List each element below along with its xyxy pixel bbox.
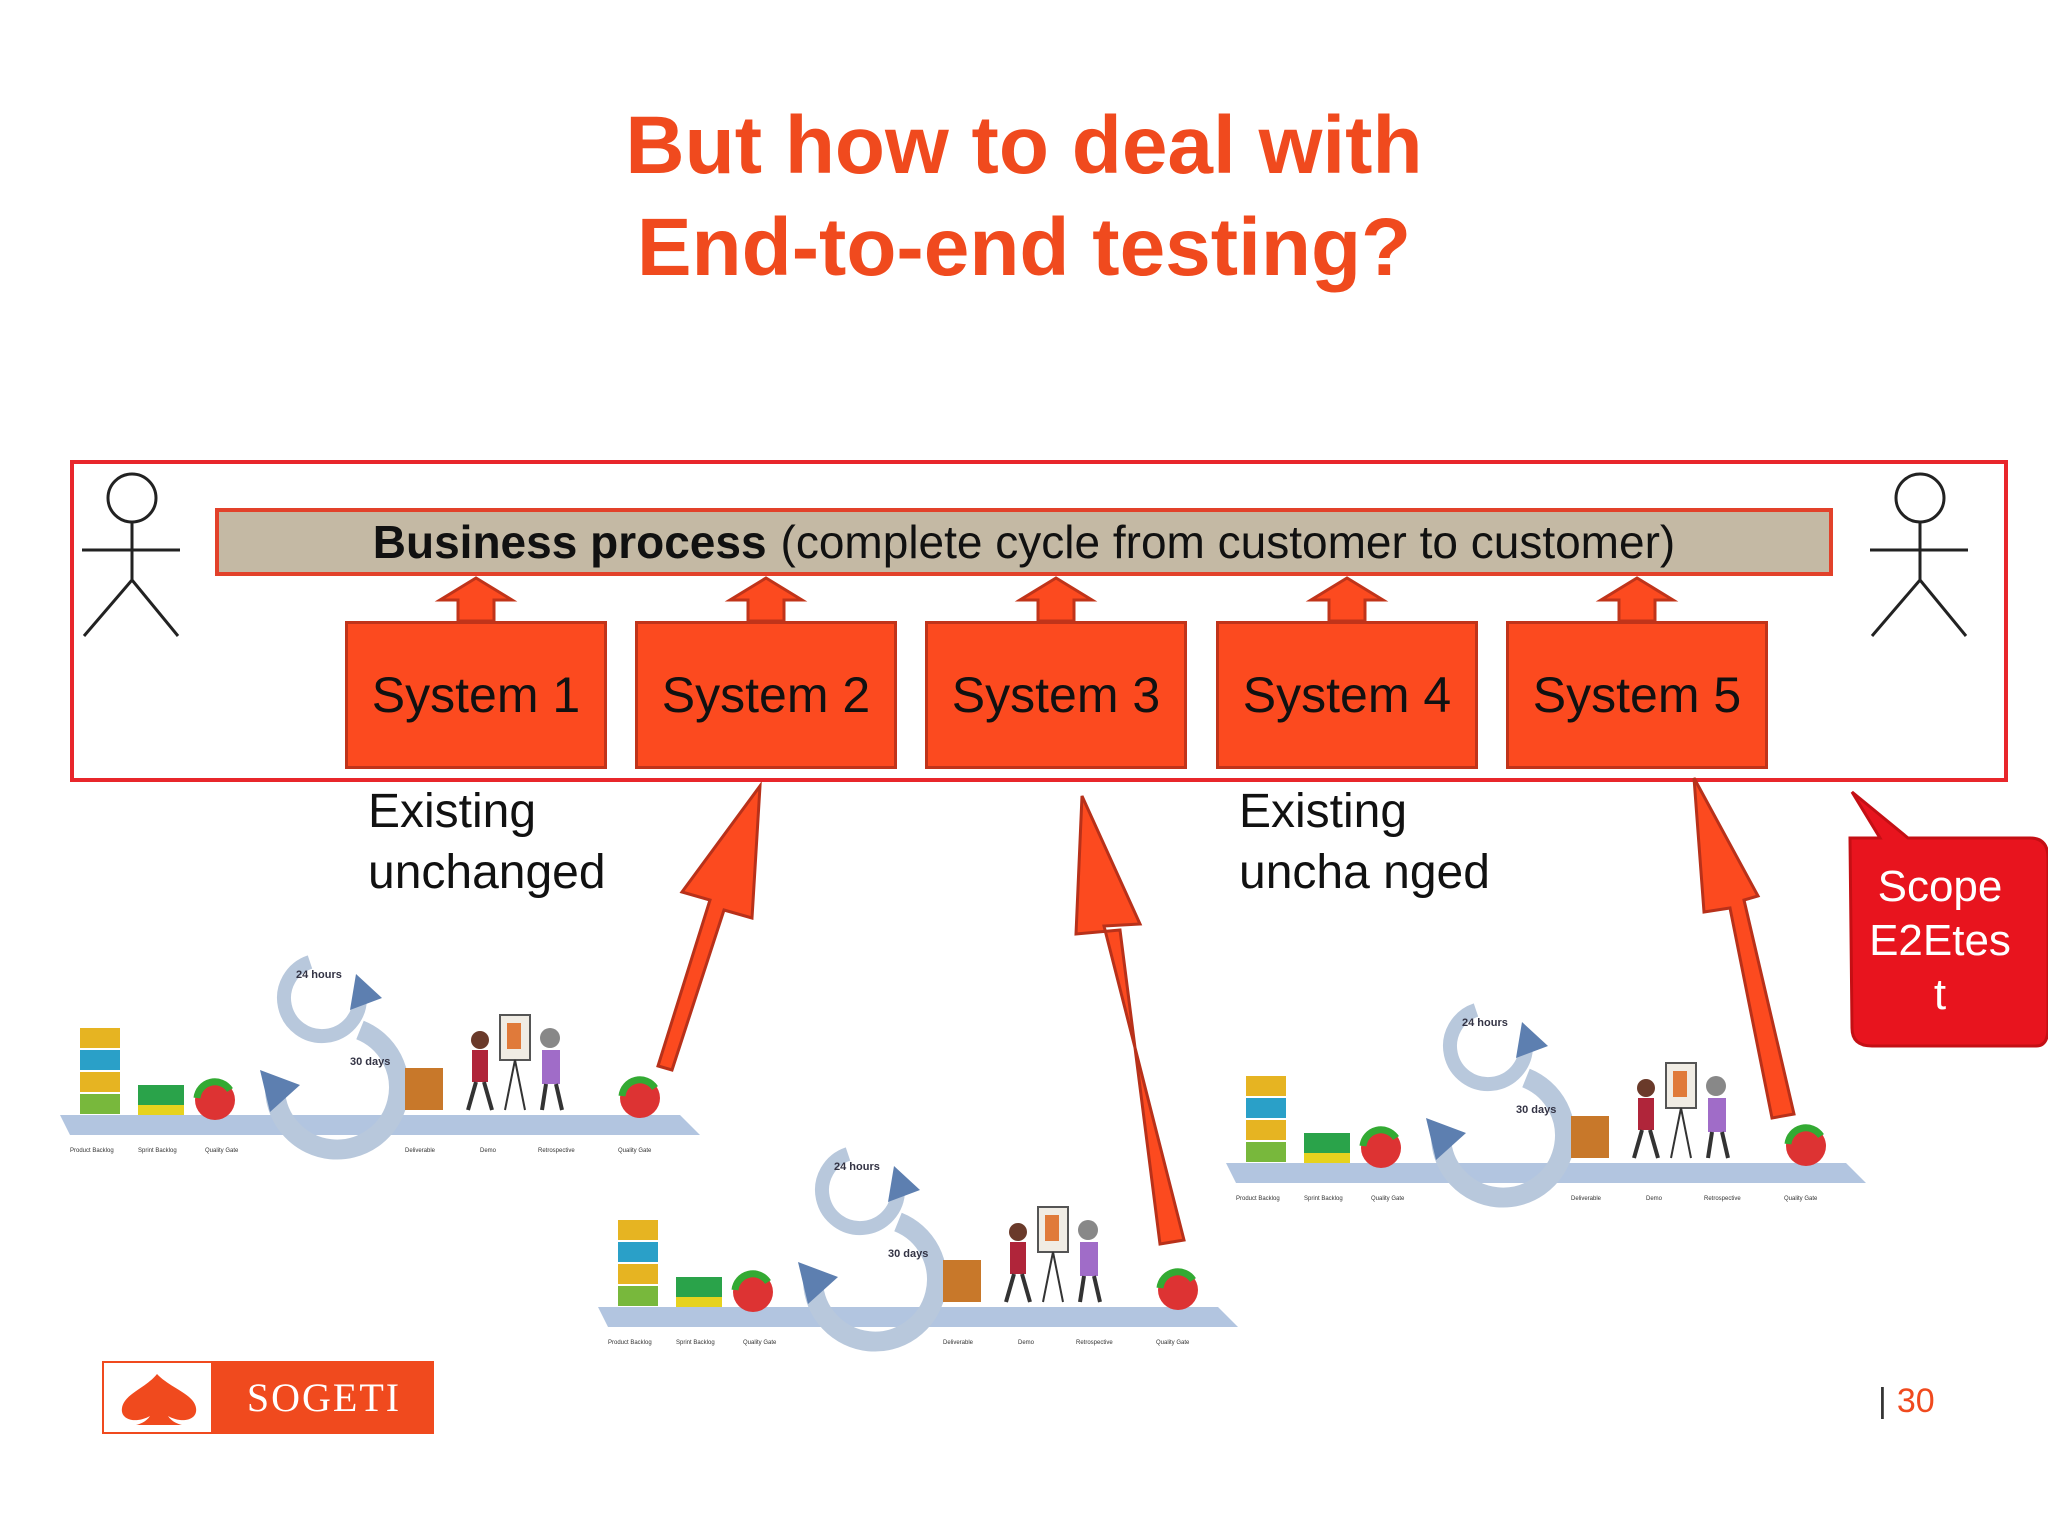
sogeti-logo: SOGETI xyxy=(102,1361,434,1434)
existing-unchanged-left: Existing unchanged xyxy=(368,781,606,903)
system-2-box: System 2 xyxy=(635,621,897,769)
system-5-up-arrow xyxy=(1595,576,1679,623)
business-process-bar: Business process (complete cycle from cu… xyxy=(215,508,1833,576)
system-5-box: System 5 xyxy=(1506,621,1768,769)
title-line-1: But how to deal with xyxy=(625,100,1423,191)
system-1-box: System 1 xyxy=(345,621,607,769)
existing-unchanged-right: Existing uncha nged xyxy=(1239,781,1490,903)
logo-text: SOGETI xyxy=(246,1375,402,1420)
system-4-up-arrow xyxy=(1305,576,1389,623)
sprint-illustration-1 xyxy=(60,962,700,1154)
actor-left-icon xyxy=(82,472,180,637)
scope-callout xyxy=(1848,790,2048,1048)
arrow-to-system-5 xyxy=(1692,777,1796,1120)
sprint-illustration-2 xyxy=(598,1154,1238,1346)
title-line-2: End-to-end testing? xyxy=(636,202,1412,293)
actor-right-icon xyxy=(1870,472,1968,637)
system-1-up-arrow xyxy=(434,576,518,623)
page-number: |30 xyxy=(1878,1382,1935,1421)
logo-mark-background xyxy=(104,1363,211,1432)
label-right-line-1: Existing xyxy=(1239,785,1408,838)
business-process-rest: (complete cycle from customer to custome… xyxy=(780,516,1676,568)
page-number-value: 30 xyxy=(1896,1382,1935,1420)
arrow-to-system-2 xyxy=(656,781,762,1072)
callout-line-3: t xyxy=(1933,970,1947,1019)
label-left-line-1: Existing xyxy=(368,785,537,838)
label-left-line-2: unchanged xyxy=(368,846,606,899)
slide-title: But how to deal with End-to-end testing? xyxy=(0,95,2048,299)
system-4-box: System 4 xyxy=(1216,621,1478,769)
system-2-up-arrow xyxy=(724,576,808,623)
callout-line-1: Scope xyxy=(1877,862,2003,911)
label-right-line-2: uncha nged xyxy=(1239,846,1490,899)
business-process-bold: Business process xyxy=(372,516,767,568)
system-3-box: System 3 xyxy=(925,621,1187,769)
e2e-scope-frame xyxy=(70,460,2008,782)
callout-line-2: E2Etes xyxy=(1869,916,2011,965)
page-separator: | xyxy=(1878,1382,1887,1420)
scope-callout-text: Scope E2Etes t xyxy=(1832,860,2048,1022)
arrow-to-system-3 xyxy=(1074,795,1186,1246)
system-3-up-arrow xyxy=(1014,576,1098,623)
